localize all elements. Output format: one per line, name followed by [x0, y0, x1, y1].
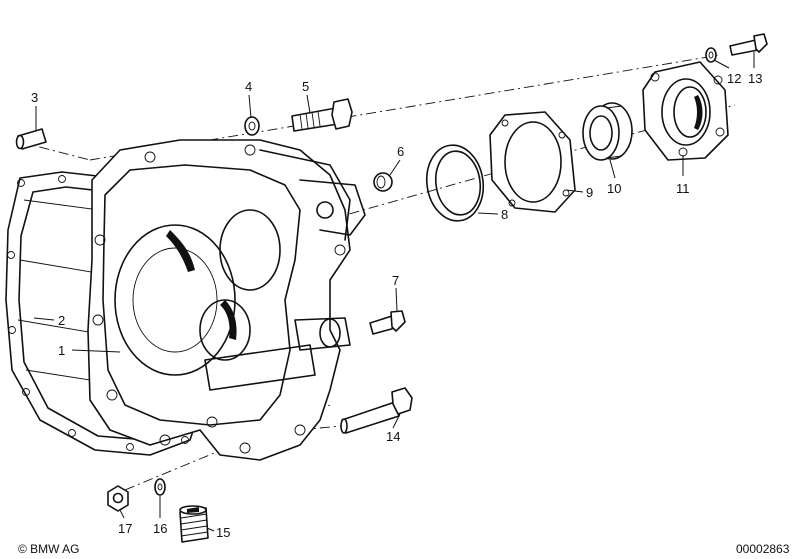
cover-part-11	[642, 61, 729, 161]
callout-12: 12	[727, 71, 741, 86]
callout-7: 7	[392, 273, 399, 288]
callout-1: 1	[58, 343, 65, 358]
callout-16: 16	[153, 521, 167, 536]
callout-4: 4	[245, 79, 252, 94]
dowel-pin-part	[15, 128, 47, 150]
callouts: 1 2 3 4 5 6 7 8 9 10 11 12 13 14 15 16 1…	[31, 71, 762, 540]
washer-part-4	[244, 116, 260, 136]
shim-ring-part-8	[425, 144, 485, 222]
callout-5: 5	[302, 79, 309, 94]
image-id-text: 00002863	[736, 542, 790, 556]
callout-9: 9	[586, 185, 593, 200]
callout-11: 11	[676, 181, 690, 196]
nut-part-17	[107, 485, 129, 512]
callout-8: 8	[501, 207, 508, 222]
plug-part-6	[373, 172, 393, 192]
washer-part-16	[154, 478, 166, 496]
callout-15: 15	[216, 525, 230, 540]
callout-10: 10	[607, 181, 621, 196]
shaft-seal-part-10	[582, 102, 633, 161]
callout-3: 3	[31, 90, 38, 105]
leader-lines	[33, 52, 755, 532]
flange-gasket-part-9	[489, 111, 576, 213]
callout-2: 2	[58, 313, 65, 328]
callout-6: 6	[397, 144, 404, 159]
callout-13: 13	[748, 71, 762, 86]
washer-part-12	[705, 47, 717, 63]
bolt-part-7	[369, 310, 406, 335]
copyright-text: © BMW AG	[18, 542, 80, 556]
bolt-part-14	[340, 387, 413, 434]
callout-17: 17	[118, 521, 132, 536]
drain-plug-part-15	[179, 505, 209, 543]
callout-14: 14	[386, 429, 400, 444]
bolt-part-5	[291, 98, 353, 132]
housing-part	[87, 139, 366, 461]
bolt-part-13	[729, 33, 768, 56]
